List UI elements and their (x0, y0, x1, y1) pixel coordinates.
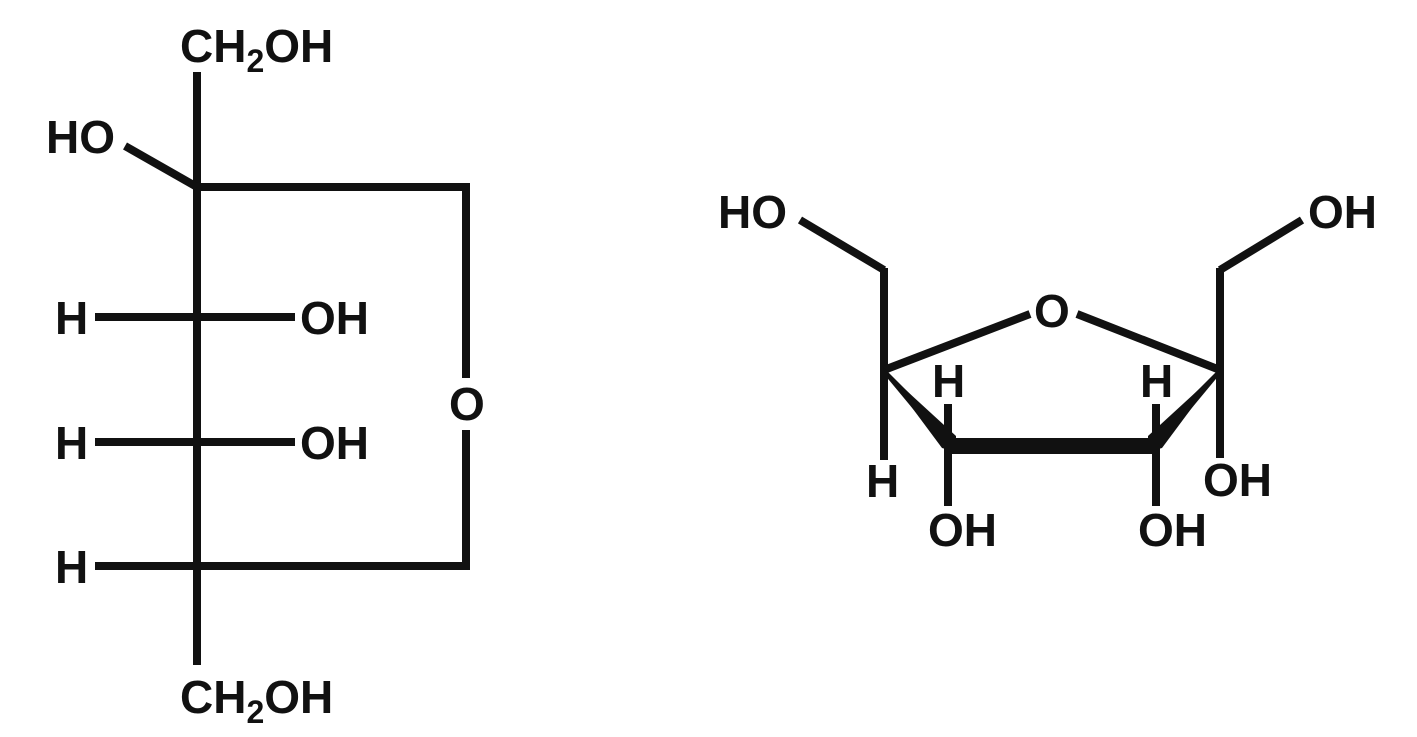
c3-h-label: H (55, 292, 88, 344)
bottom-ch2oh-label: CH2OH (180, 671, 333, 730)
haworth-left-ho-label: HO (718, 186, 787, 238)
haworth-c3-h-label: H (1140, 355, 1173, 407)
haworth-right-oh-label: OH (1308, 186, 1377, 238)
ring-o-label: O (449, 378, 485, 430)
haworth-ring-o-label: O (1034, 285, 1070, 337)
ring-o-left-bond (882, 310, 1032, 374)
c5-h-label: H (55, 541, 88, 593)
c2-ho-label: HO (46, 111, 115, 163)
c3-oh-label: OH (300, 292, 369, 344)
haworth-projection: HO OH O H H H OH OH OH (718, 186, 1377, 556)
left-wedge-fill (884, 370, 956, 452)
ring-bond-upper (197, 183, 470, 378)
haworth-c4-oh-label: OH (928, 504, 997, 556)
haworth-c5-h-label: H (866, 455, 899, 507)
haworth-c3-oh-label: OH (1138, 504, 1207, 556)
c4-oh-label: OH (300, 417, 369, 469)
fischer-projection: CH2OH HO H OH H OH H O CH2OH (46, 20, 485, 730)
ring-o-right-bond (1075, 310, 1222, 374)
left-ho-bond (797, 216, 887, 274)
haworth-c4-h-label: H (932, 355, 965, 407)
top-ch2oh-label: CH2OH (180, 20, 333, 79)
right-oh-bond (1217, 216, 1305, 274)
haworth-c2-oh-label: OH (1203, 454, 1272, 506)
ring-bond-lower (197, 430, 470, 570)
right-wedge-fill (1148, 370, 1220, 452)
c2-oh-bond (123, 142, 199, 191)
c4-h-label: H (55, 417, 88, 469)
